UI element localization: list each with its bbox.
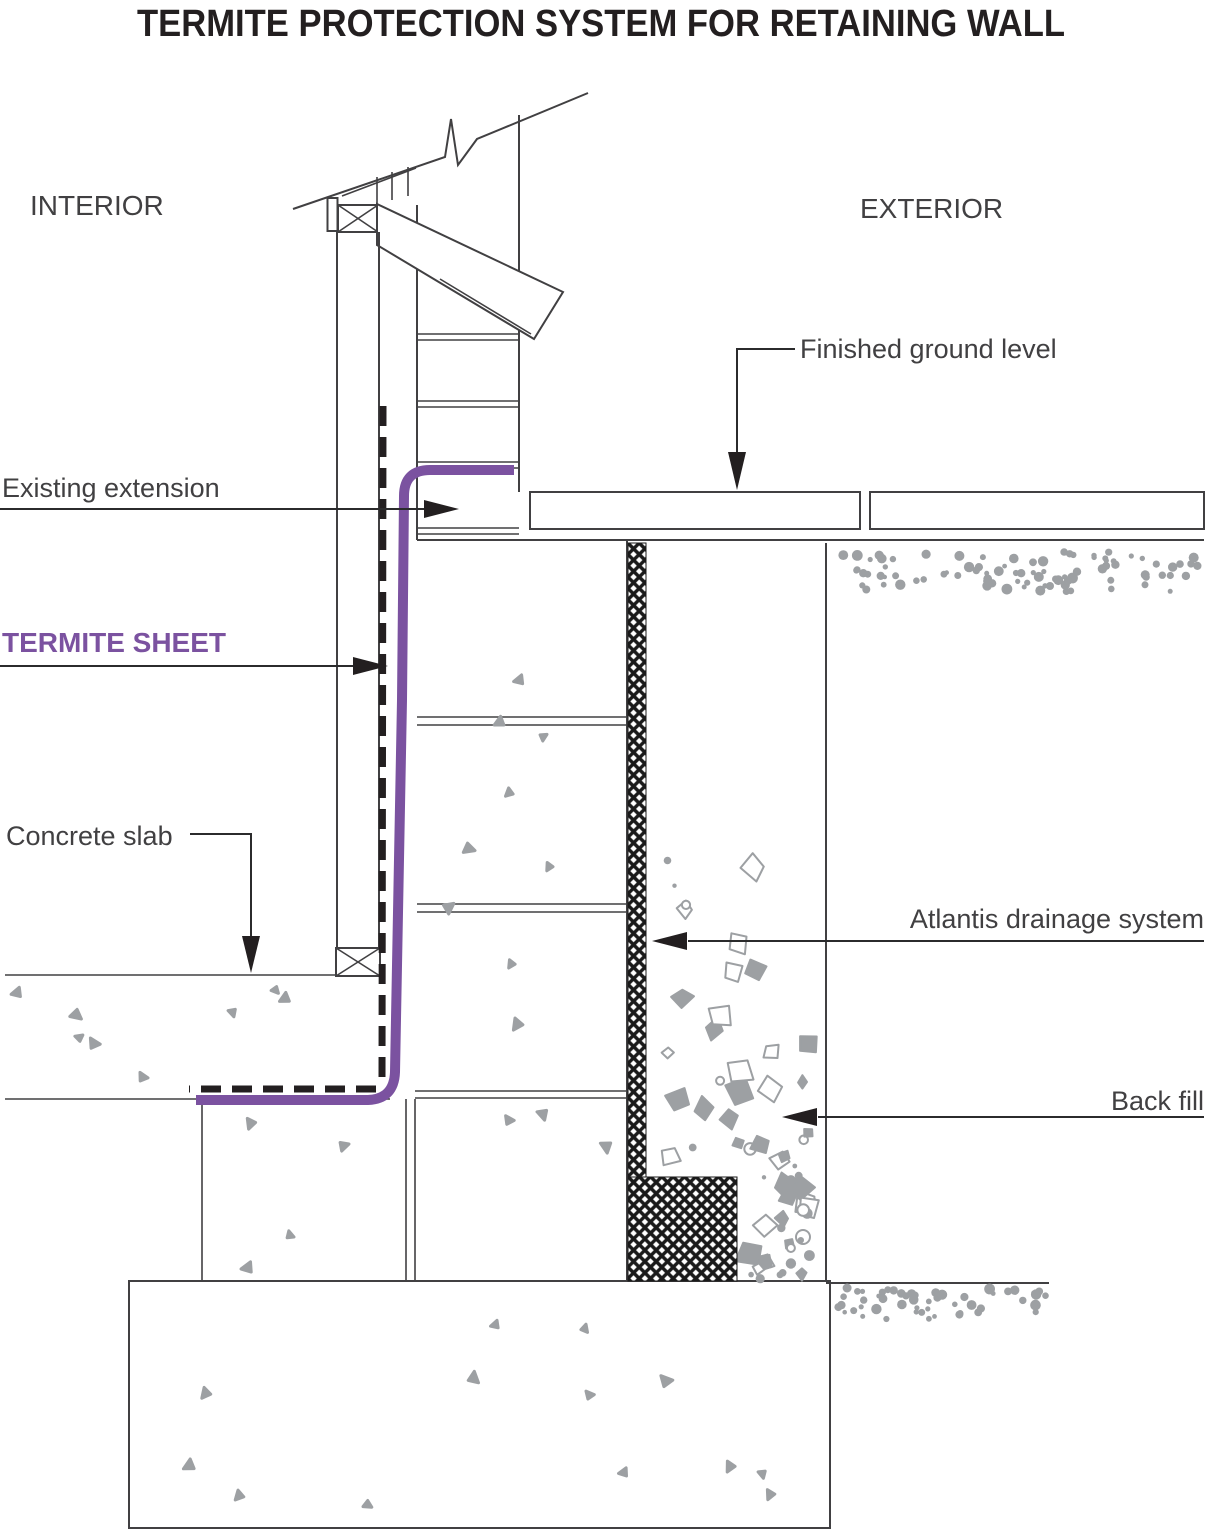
- termite-sheet-label: TERMITE SHEET: [2, 627, 226, 658]
- existing-membrane-dashed: [189, 405, 387, 1093]
- roof-break-line: [292, 92, 589, 210]
- finished-ground: [417, 491, 1205, 541]
- exterior-zone-label: EXTERIOR: [860, 193, 1003, 224]
- eave-assembly: [326, 167, 417, 233]
- fascia-board: [326, 197, 339, 232]
- existing-extension-label: Existing extension: [2, 473, 220, 503]
- existing-brick-pier: [416, 115, 520, 540]
- interior-concrete-slab: [5, 974, 390, 1100]
- leader-atlantis-drainage: [652, 932, 1204, 950]
- paver-slab-right: [869, 491, 1205, 530]
- leader-back-fill: [782, 1108, 1204, 1126]
- atlantis-drainage-hatch: [627, 542, 738, 1282]
- backfill-rubble: [660, 852, 820, 1284]
- paver-slab-left: [529, 491, 861, 530]
- verge-board: [376, 202, 565, 341]
- atlantis-drainage-label: Atlantis drainage system: [910, 904, 1204, 934]
- concrete-footing: [128, 1280, 831, 1529]
- slab-speckles: [9, 985, 291, 1083]
- gravel-band-top: [838, 548, 1202, 596]
- finished-ground-level-label: Finished ground level: [800, 334, 1057, 364]
- interior-stud-wall: [335, 232, 381, 977]
- concrete-slab-label: Concrete slab: [6, 821, 173, 851]
- block-speckles: [442, 673, 555, 1032]
- termite-sheet-membrane: [196, 465, 514, 1105]
- masonry-speckles: [239, 1108, 613, 1274]
- back-fill-label: Back fill: [1111, 1086, 1204, 1116]
- leader-finished-ground-level: [728, 348, 795, 490]
- leader-existing-extension: [0, 500, 459, 518]
- leader-termite-sheet: [0, 657, 388, 675]
- gravel-band-bottom: [834, 1283, 1049, 1323]
- footing-speckles: [181, 1318, 777, 1509]
- diagram-title: TERMITE PROTECTION SYSTEM FOR RETAINING …: [137, 3, 1065, 45]
- leader-concrete-slab: [190, 833, 260, 973]
- top-plate-blocking: [337, 204, 379, 233]
- interior-zone-label: INTERIOR: [30, 190, 164, 221]
- bottom-plate-blocking: [335, 947, 381, 977]
- sub-slab-masonry: [201, 1099, 613, 1281]
- retaining-wall-blockwork: [415, 540, 628, 1281]
- excavation-boundary: [825, 543, 1049, 1284]
